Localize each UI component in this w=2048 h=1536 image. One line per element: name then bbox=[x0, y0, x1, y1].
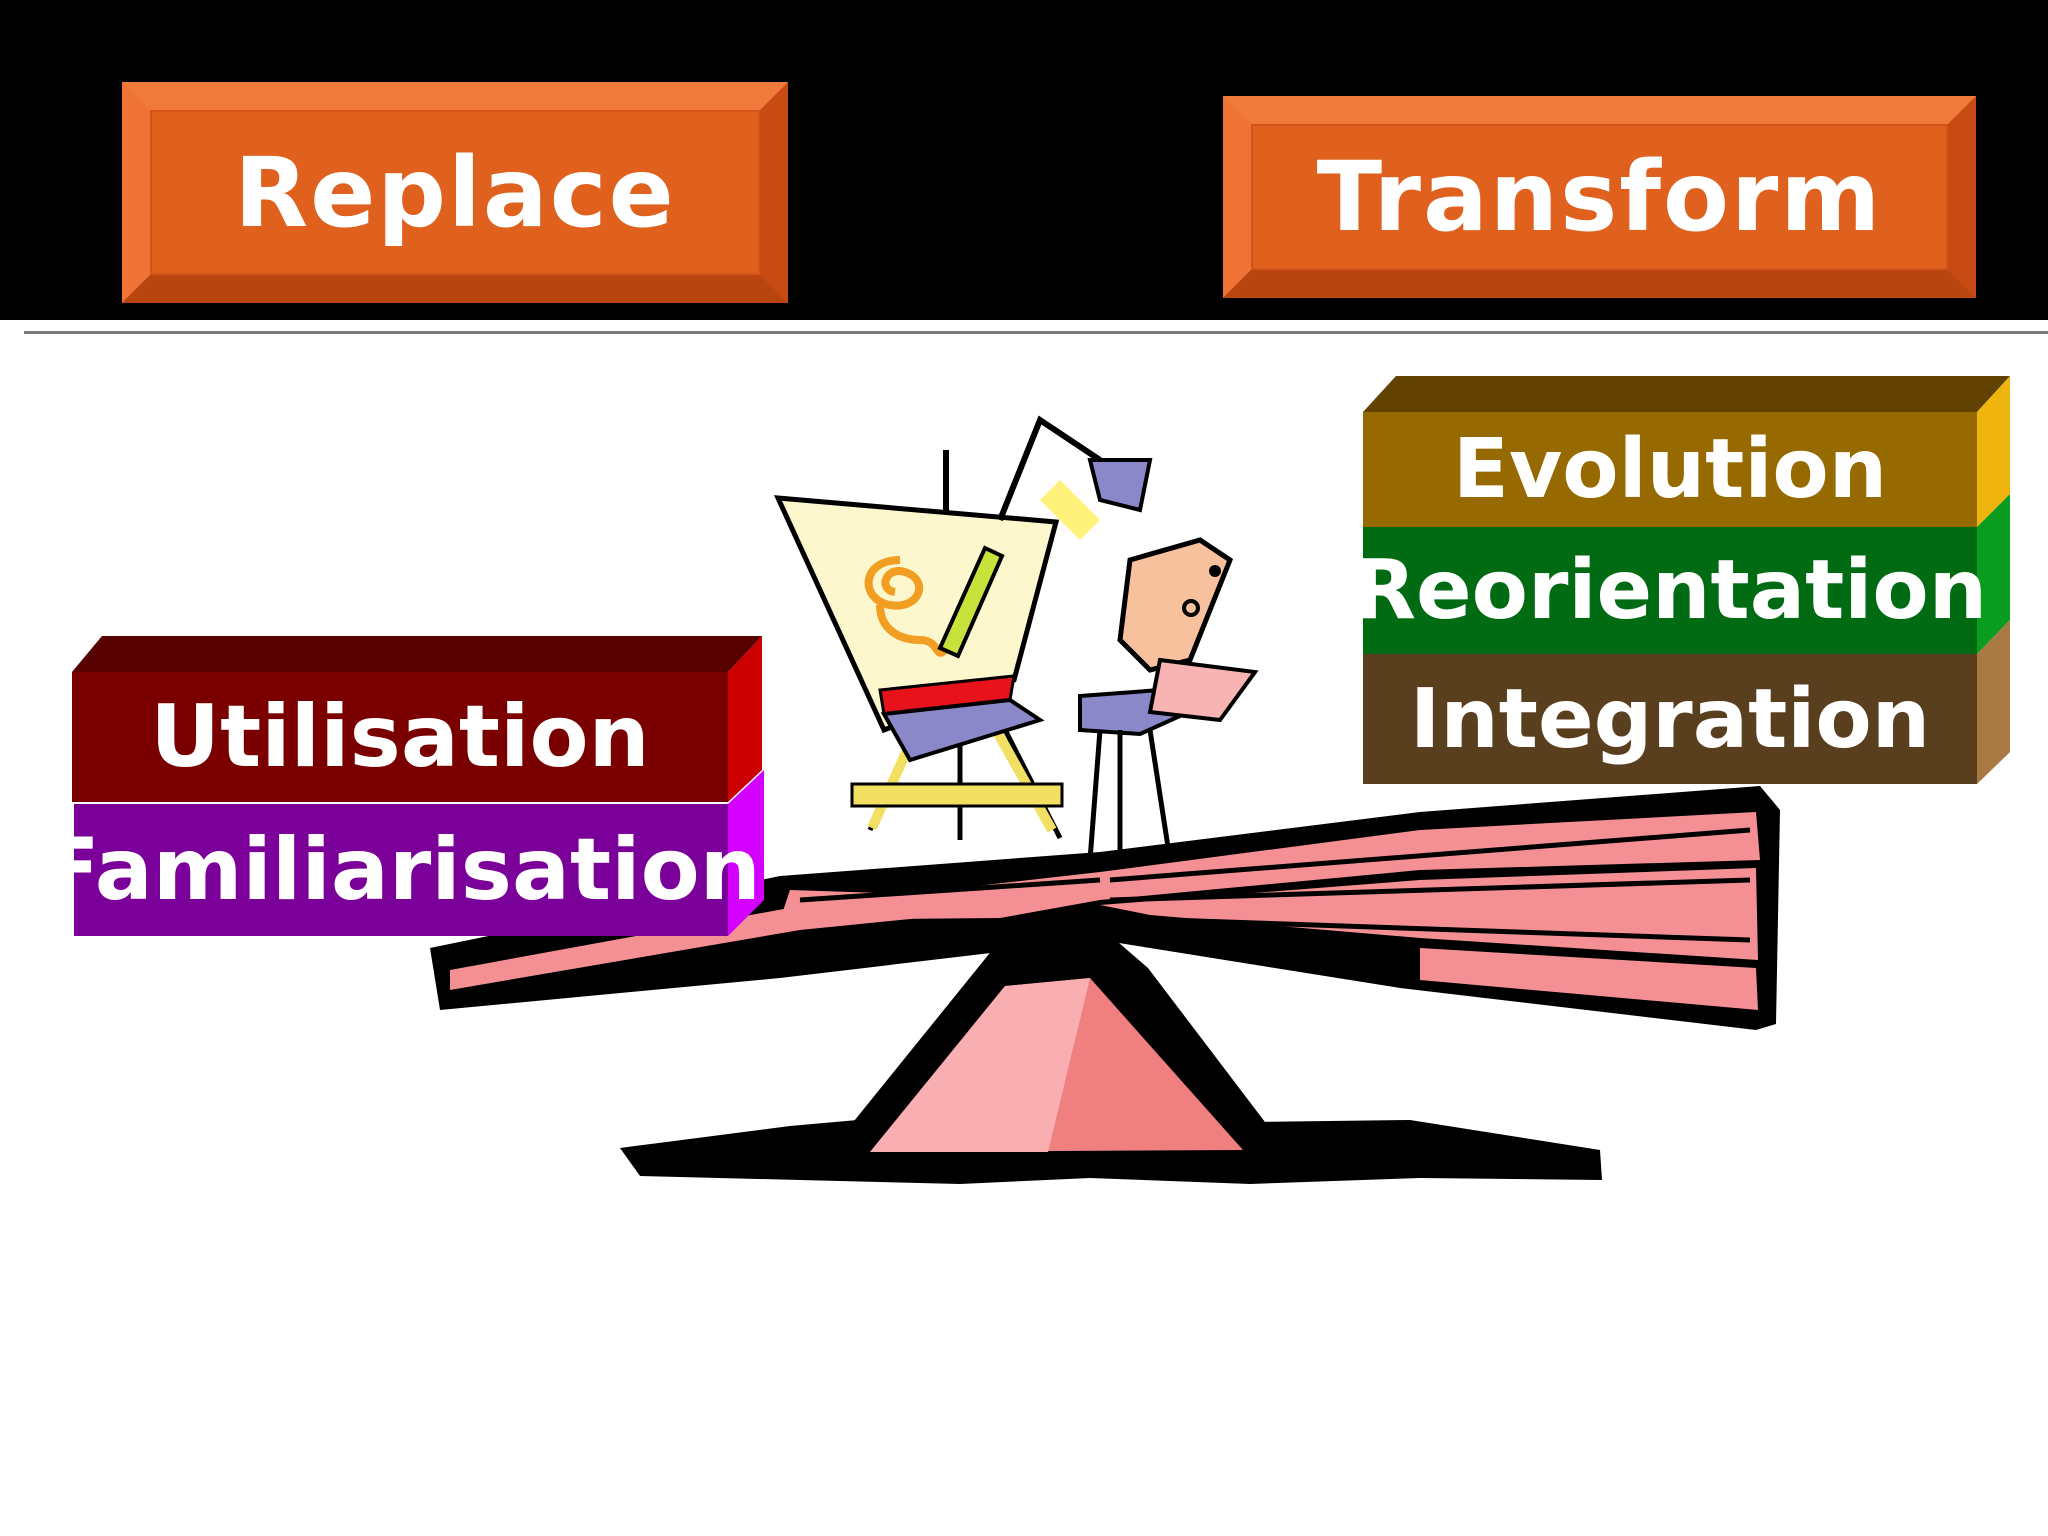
integration-block: Integration bbox=[1363, 654, 1977, 784]
easel-base-band bbox=[880, 697, 1045, 763]
evolution-block: Evolution bbox=[1363, 412, 1977, 527]
familiarisation-block: Familiarisation bbox=[41, 804, 761, 936]
artist-book bbox=[1147, 657, 1259, 723]
seesaw-beam-tip bbox=[1420, 948, 1758, 1010]
lamp-head bbox=[1087, 458, 1153, 513]
reorientation-block: Reorientation bbox=[1353, 527, 1987, 654]
utilisation-label: Utilisation bbox=[150, 687, 650, 787]
easel-shelf bbox=[850, 782, 1064, 808]
transform-label: Transform bbox=[1316, 141, 1883, 253]
artist-ear bbox=[1182, 599, 1200, 617]
canvas-spiral bbox=[864, 556, 948, 657]
utilisation-block: Utilisation bbox=[72, 672, 728, 802]
evolution-label: Evolution bbox=[1452, 422, 1888, 517]
replace-label: Replace bbox=[234, 136, 676, 249]
artist-head bbox=[1117, 537, 1234, 673]
artist-eye bbox=[1209, 565, 1221, 577]
transform-button[interactable]: Transform bbox=[1223, 96, 1976, 298]
divider-line bbox=[24, 331, 2048, 334]
integration-label: Integration bbox=[1409, 671, 1931, 767]
lamp-arm bbox=[997, 415, 1102, 522]
lamp-light bbox=[1040, 480, 1100, 540]
familiarisation-label: Familiarisation bbox=[41, 820, 761, 920]
pencil-icon bbox=[937, 545, 1005, 659]
replace-button[interactable]: Replace bbox=[122, 82, 788, 303]
stool-legs bbox=[1087, 729, 1173, 861]
reorientation-label: Reorientation bbox=[1352, 543, 1988, 638]
seesaw-fulcrum-highlight bbox=[870, 978, 1090, 1152]
